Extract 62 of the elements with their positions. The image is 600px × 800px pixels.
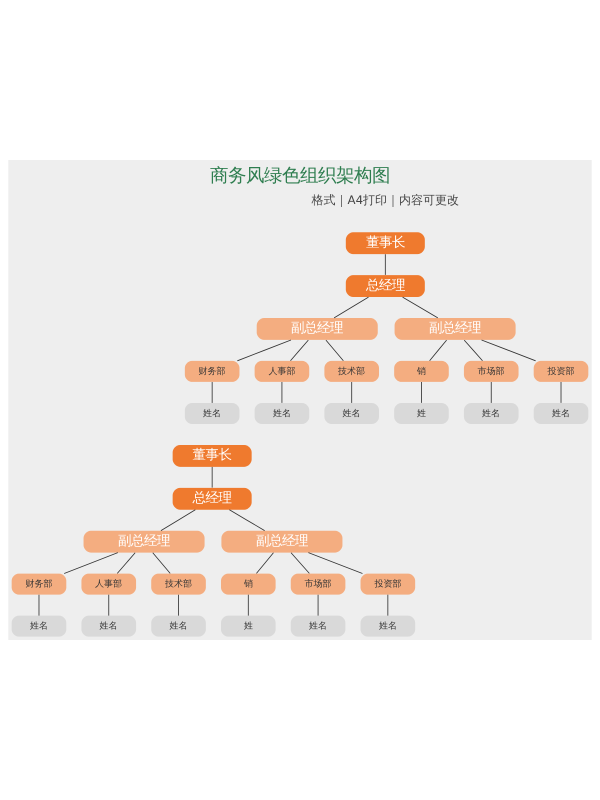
node-box: 姓名 [151,616,206,637]
node-box: 销 [394,360,449,382]
label: 格式｜A4打印｜内容可更改 [312,192,460,207]
connector [212,382,213,404]
connector [429,340,448,362]
connector [108,594,110,616]
node-box: 投资部 [534,360,588,382]
node-box: 姓名 [324,402,380,424]
node-box: 姓名 [12,616,66,637]
connector [116,552,136,574]
node-box: 董事长 [346,232,425,254]
node-box: 姓名 [184,402,240,424]
connector [290,552,310,574]
connector [248,594,249,616]
connector [290,340,309,362]
node-box: 技术部 [151,574,206,595]
node-box: 副总经理 [394,318,516,340]
node-box: 姓名 [464,402,519,424]
connector [481,340,536,362]
node-box: 姓名 [254,402,310,424]
connector [464,340,483,362]
diagram-title: 商务风绿色组织架构图 [210,166,390,187]
node-box: 姓名 [81,616,136,637]
connector [212,466,213,488]
connector [326,340,344,362]
connector [402,296,438,318]
connector [334,296,369,318]
node-box: 副总经理 [84,530,205,553]
connector [160,509,196,532]
node-box: 人事部 [81,574,136,595]
node-box: 投资部 [360,574,416,595]
node-box: 销 [220,574,276,595]
node-box: 姓 [394,402,449,424]
node-box: 技术部 [324,360,380,382]
node-box: 总经理 [172,488,252,510]
connector [384,254,386,276]
connector [387,594,388,616]
connector [178,594,179,616]
connector [236,340,292,362]
connector [421,382,422,404]
connector [256,552,274,574]
connector [308,552,363,574]
node-box: 副总经理 [221,530,342,553]
connector [560,382,562,404]
connector [152,552,171,574]
node-box: 市场部 [464,360,519,382]
node-box: 姓名 [290,616,346,637]
node-box: 姓名 [534,402,588,424]
node-box: 副总经理 [256,318,378,340]
node-box: 市场部 [290,574,346,595]
connector [228,509,266,532]
node-box: 人事部 [254,360,310,382]
node-box: 董事长 [172,444,252,467]
node-box: 姓名 [360,616,416,637]
node-box: 总经理 [346,275,425,298]
node-box: 姓 [220,616,276,637]
node-box: 财务部 [184,360,240,382]
node-box: 财务部 [12,574,66,595]
connector [490,382,492,404]
connector [351,382,352,404]
connector [64,552,118,574]
connector [38,594,40,616]
